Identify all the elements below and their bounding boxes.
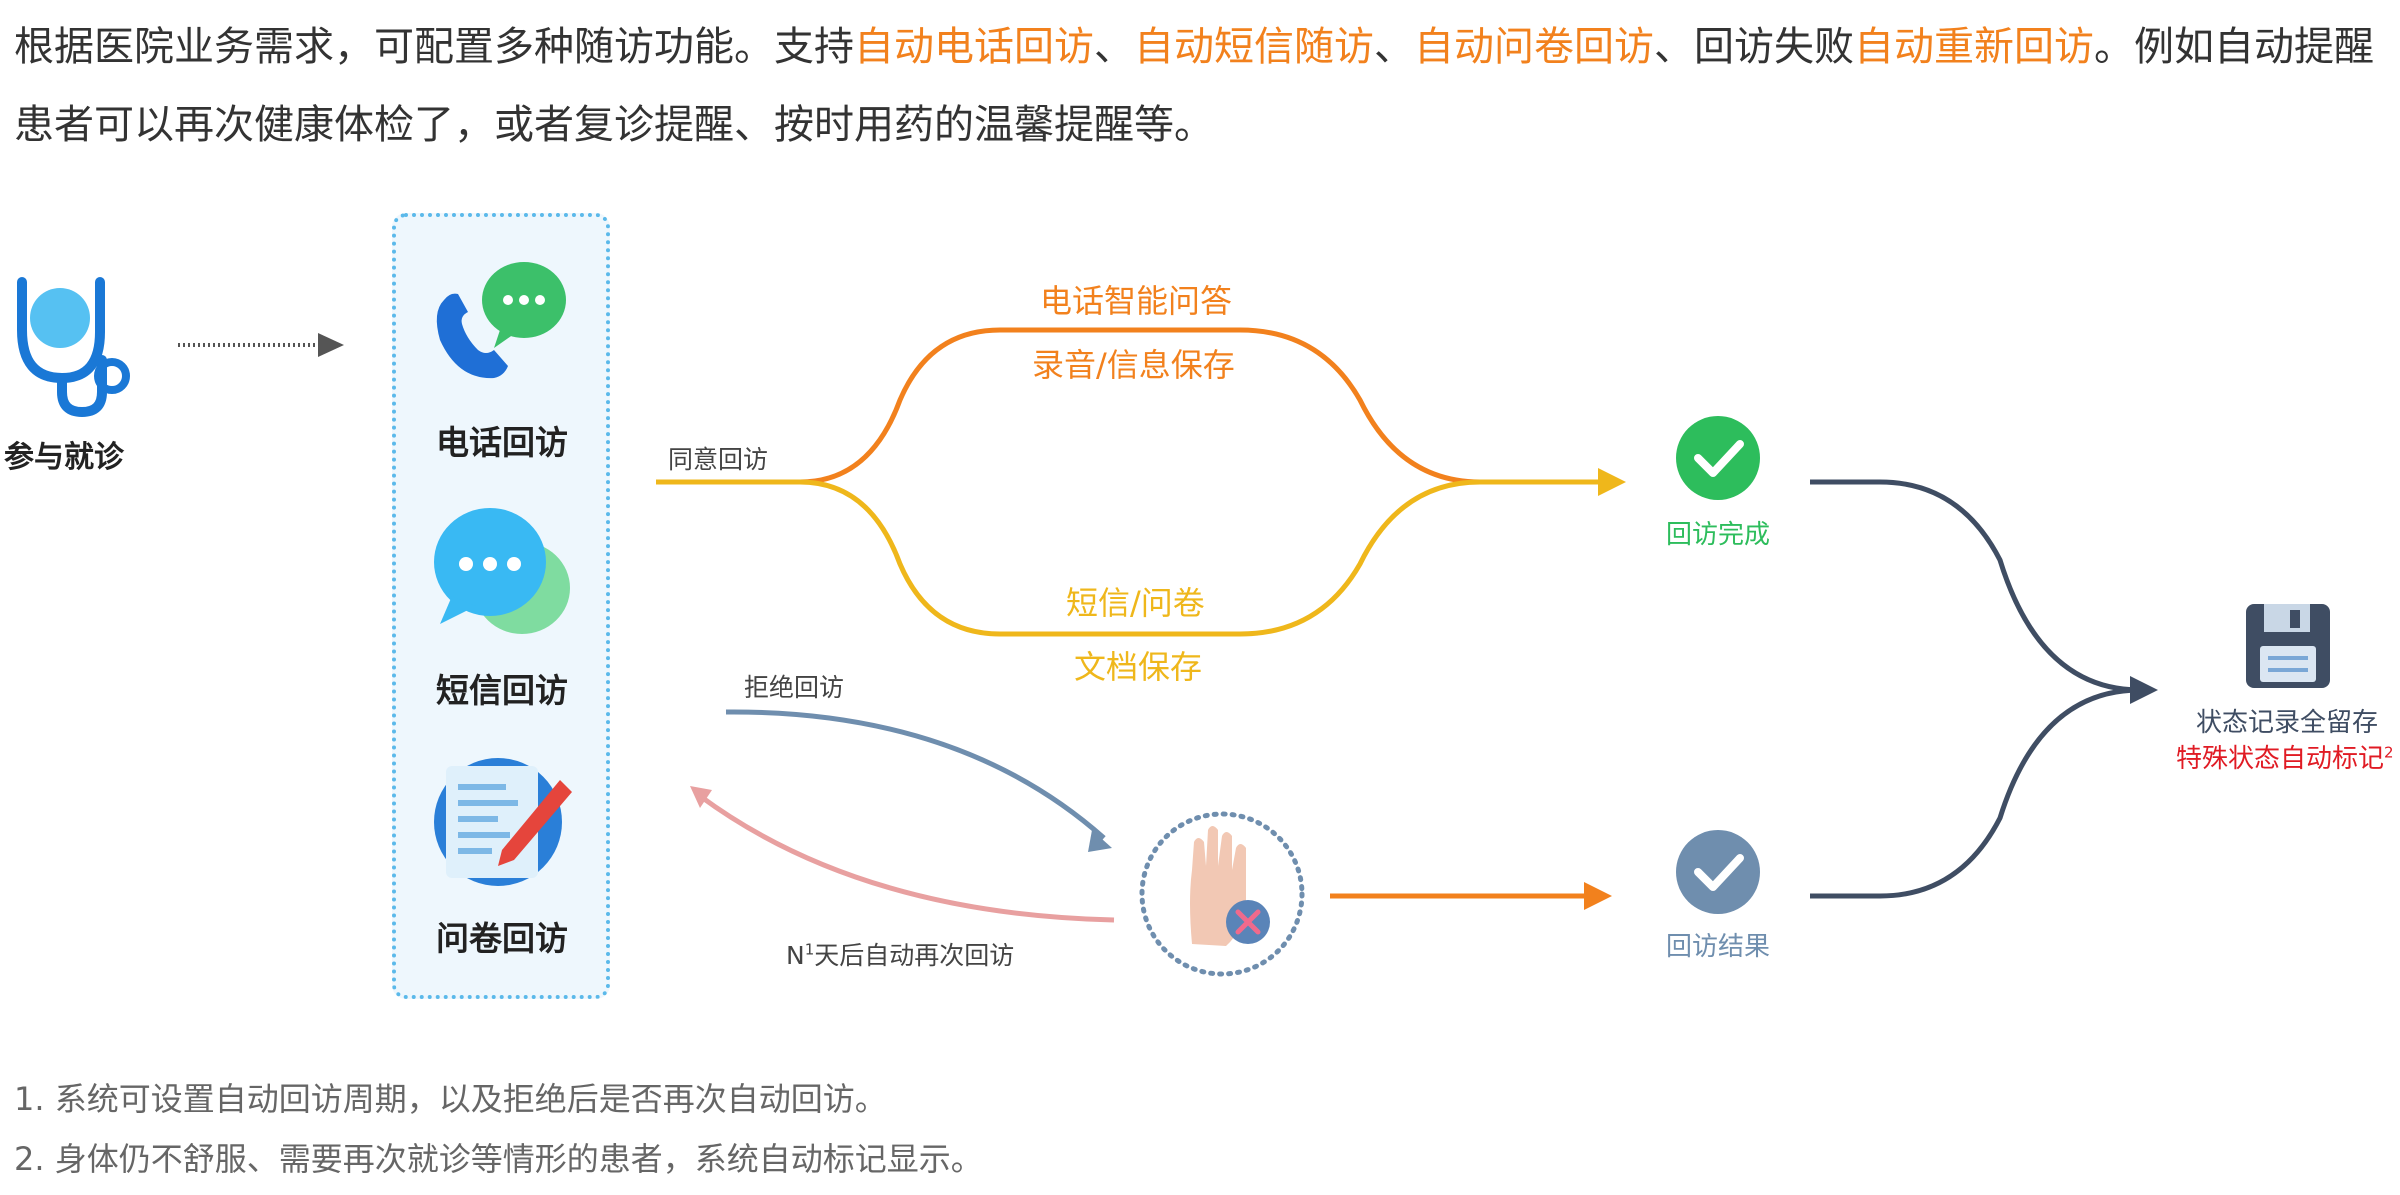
- refuse-label: 拒绝回访: [744, 673, 845, 702]
- message-bubbles-icon: [434, 508, 570, 634]
- footnote-1: 1. 系统可设置自动回访周期，以及拒绝后是否再次自动回访。: [14, 1080, 887, 1118]
- survey-channel-label: 问卷回访: [436, 919, 568, 958]
- floppy-save-icon: [2246, 604, 2330, 688]
- intro-paragraph: 根据医院业务需求，可配置多种随访功能。支持自动电话回访、自动短信随访、自动问卷回…: [14, 8, 2394, 164]
- retry-label: N1天后自动再次回访: [786, 936, 1014, 972]
- intro-sep: 、: [1374, 24, 1414, 70]
- result-label: 回访结果: [1666, 932, 1771, 962]
- sms-channel-label: 短信回访: [436, 671, 568, 710]
- save-line1-label: 状态记录全留存: [2196, 708, 2379, 738]
- result-to-save-path: [1810, 687, 2141, 899]
- highlight-auto-survey: 自动问卷回访: [1414, 24, 1654, 70]
- phone-chat-icon: [436, 262, 566, 379]
- refuse-path: [725, 709, 1106, 840]
- participate-label: 参与就诊: [4, 440, 124, 475]
- check-icon: [1676, 830, 1760, 914]
- intro-sep: 、: [1094, 24, 1134, 70]
- retry-text: 天后自动再次回访: [814, 941, 1015, 970]
- survey-pen-icon: [434, 758, 572, 886]
- retry-prefix: N: [786, 941, 805, 970]
- done-to-save-path: [1810, 479, 2141, 693]
- retry-path: [698, 793, 1115, 923]
- highlight-auto-sms: 自动短信随访: [1134, 24, 1374, 70]
- rejected-hand-icon: [1139, 811, 1305, 977]
- intro-text: 根据医院业务需求，可配置多种随访功能。支持: [14, 24, 854, 70]
- agree-label: 同意回访: [668, 445, 769, 474]
- footnote-marker: 1: [804, 940, 815, 959]
- footnote-2: 2. 身体仍不舒服、需要再次就诊等情形的患者，系统自动标记显示。: [14, 1140, 983, 1178]
- phone-channel-label: 电话回访: [436, 423, 568, 462]
- save-line2-label: 特殊状态自动标记2: [2176, 738, 2394, 775]
- phone-qa-label: 电话智能问答: [1040, 282, 1233, 320]
- done-arrow: [1598, 468, 1626, 496]
- intro-text: 、回访失败: [1654, 24, 1854, 70]
- phone-save-label: 录音/信息保存: [1032, 346, 1235, 384]
- intro-text: 。例如自动提醒患者可以再次健康体检了，或者复诊提醒、按时用药的温馨提醒等。: [14, 24, 2374, 148]
- save-line2-text: 特殊状态自动标记: [2176, 744, 2385, 774]
- done-label: 回访完成: [1666, 520, 1771, 550]
- highlight-auto-retry: 自动重新回访: [1854, 24, 2094, 70]
- footnote-marker: 2: [2384, 743, 2394, 762]
- doc-save-label: 文档保存: [1074, 648, 1203, 686]
- phone-path: [656, 327, 1481, 485]
- highlight-auto-phone: 自动电话回访: [854, 24, 1094, 70]
- sms-survey-label: 短信/问卷: [1066, 584, 1205, 622]
- check-icon: [1676, 416, 1760, 500]
- stethoscope-icon: [17, 277, 130, 418]
- sms-path: [656, 479, 1481, 637]
